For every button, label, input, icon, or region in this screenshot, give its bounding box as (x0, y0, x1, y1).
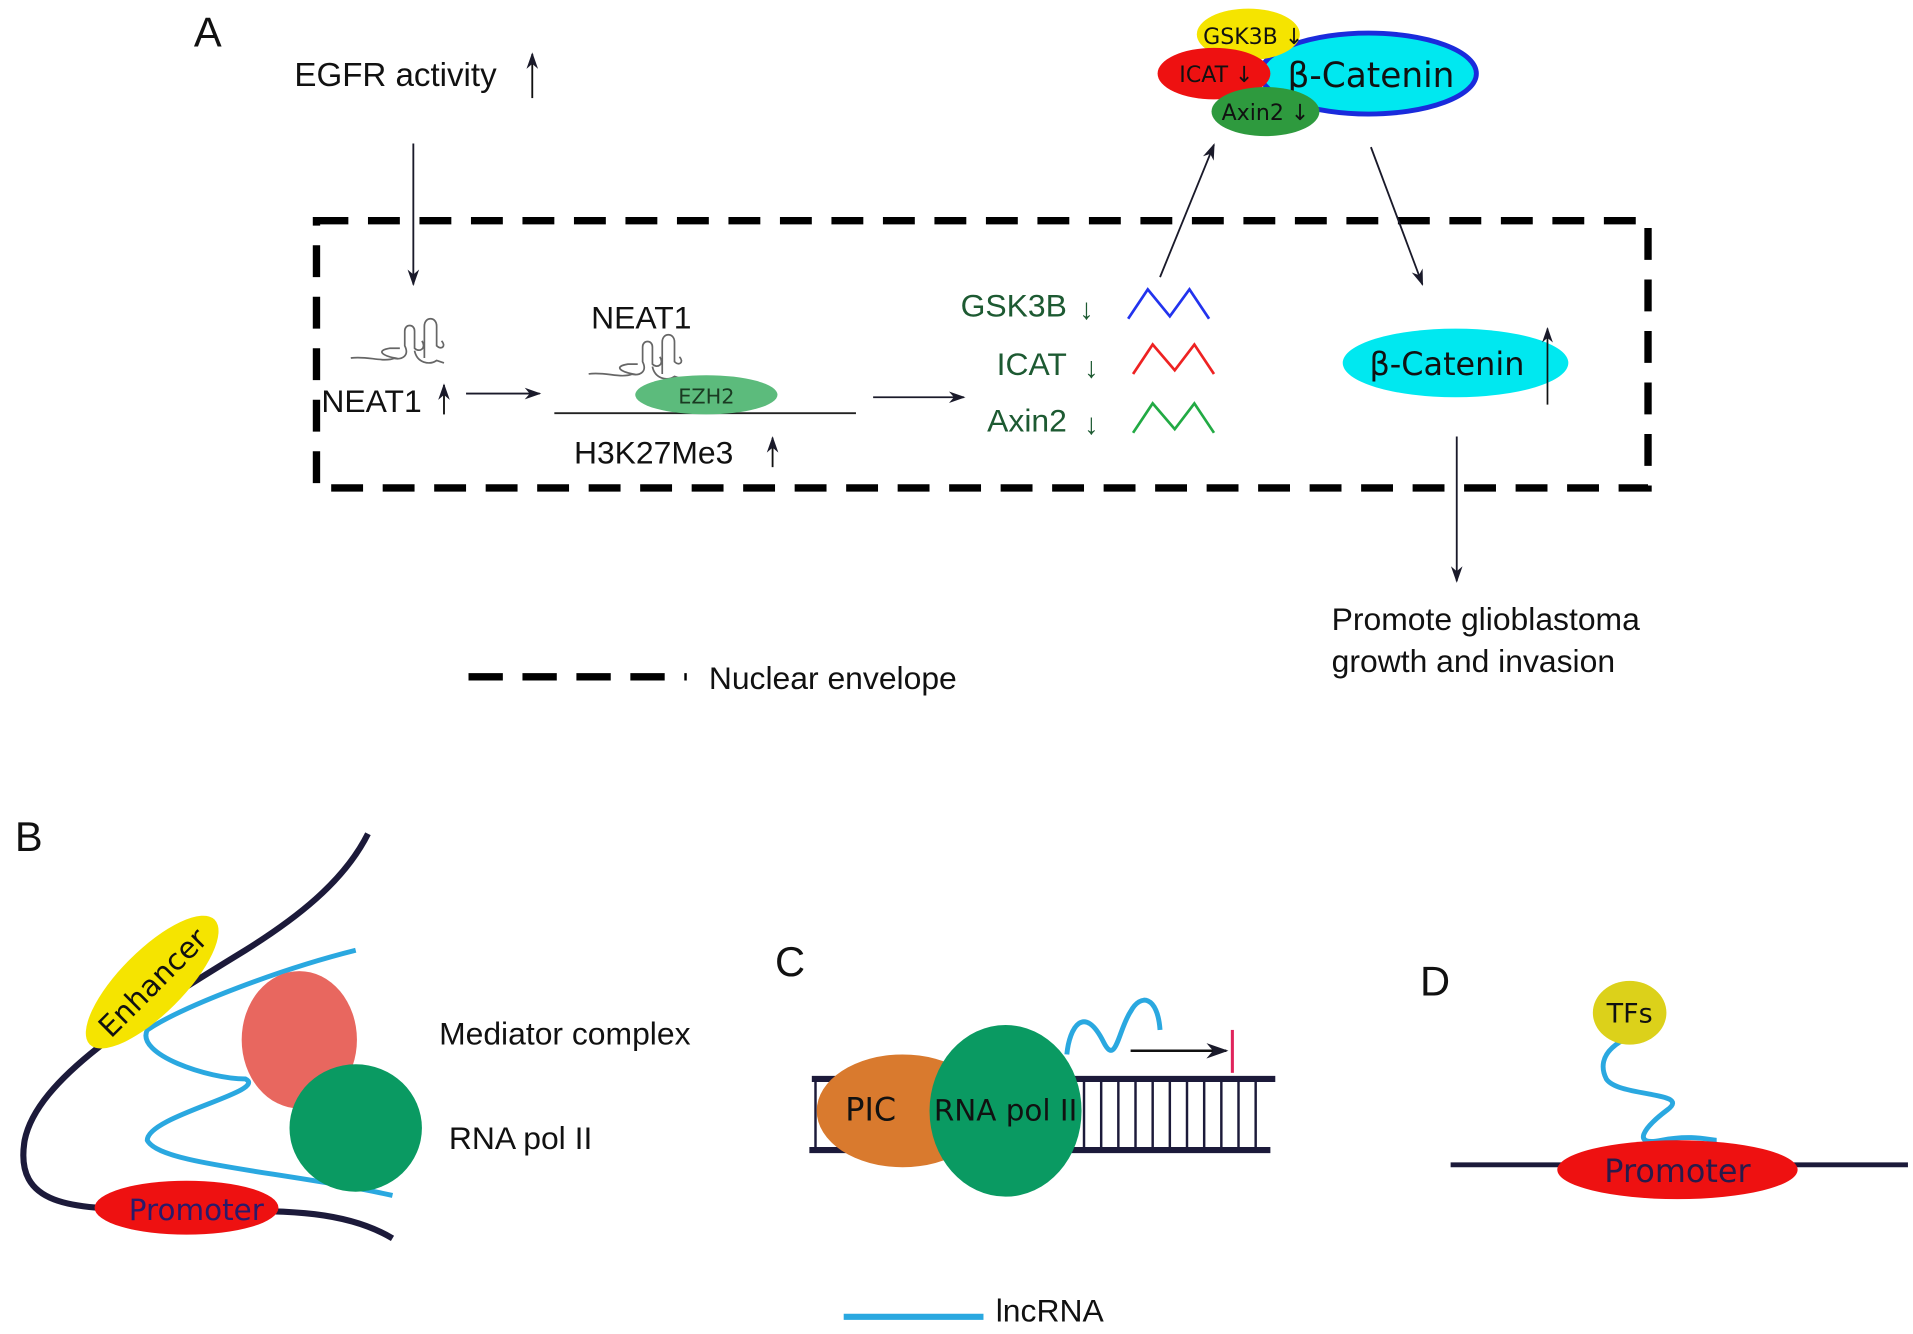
ezh2-ellipse (635, 375, 778, 415)
targets-to-complex-arrow (1159, 143, 1215, 278)
down-arrow-icon: ↓ (1079, 293, 1094, 326)
promoter-label: Promoter (1604, 1152, 1751, 1190)
rna-pol-ii-ellipse (929, 1025, 1082, 1197)
lncrna-legend-label: lncRNA (996, 1293, 1105, 1329)
h3k27me3-label: H3K27Me3 (574, 434, 733, 470)
target-gene-name: ICAT (997, 346, 1067, 382)
target-gene-list: GSK3B ↓ ICAT ↓ Axin2 ↓ (961, 287, 1216, 441)
panel-c: C PIC RNA pol II (775, 938, 1276, 1197)
down-arrow-icon: ↓ (1084, 352, 1099, 385)
egfr-activity-label: EGFR activity (294, 57, 497, 94)
gsk3b-mrna-wave-icon (1127, 287, 1211, 320)
outcome-line-2: growth and invasion (1332, 643, 1615, 679)
nuclear-envelope-box (312, 217, 1652, 492)
lncrna-strand (1600, 1027, 1717, 1144)
panel-b: B Enhancer Promoter Mediator complex RNA… (15, 813, 691, 1241)
tfs-ellipse (1592, 980, 1667, 1045)
complex-to-catenin-arrow (1370, 146, 1424, 287)
axin2-mrna-wave-icon (1131, 401, 1216, 434)
rna-pol-ii-ellipse (289, 1064, 422, 1192)
ezh2-label: EZH2 (678, 384, 734, 408)
panel-c-letter: C (775, 938, 805, 985)
panel-a-letter: A (194, 9, 222, 56)
icat-mrna-wave-icon (1131, 342, 1216, 375)
axin2-complex-label: Axin2 ↓ (1222, 101, 1310, 126)
tfs-label: TFs (1606, 999, 1653, 1030)
promoter-ellipse (1557, 1140, 1798, 1200)
neat1-upregulated-label: NEAT1 (321, 383, 421, 419)
axin2-ellipse (1211, 87, 1320, 137)
target-gene-name: GSK3B (961, 287, 1067, 323)
promoter-label: Promoter (129, 1193, 265, 1227)
icat-ellipse (1157, 47, 1271, 100)
beta-catenin-nuclear-ellipse (1342, 328, 1569, 398)
beta-catenin-nuclear-label: β-Catenin (1369, 345, 1524, 383)
beta-catenin-complex-label: β-Catenin (1287, 56, 1454, 96)
panel-d: D TFs Promoter (1420, 958, 1908, 1200)
panel-d-letter: D (1420, 958, 1450, 1005)
gsk3b-complex-label: GSK3B ↓ (1203, 25, 1303, 50)
neat1-label: NEAT1 (591, 300, 691, 336)
panel-a: A EGFR activity NEAT1 NEAT1 EZH2 H3K27Me… (194, 8, 1652, 696)
dna-rungs (814, 1078, 1257, 1151)
neat1-rna-bound-icon (588, 333, 683, 380)
gsk3b-ellipse (1196, 8, 1300, 61)
panel-b-letter: B (15, 813, 43, 860)
outcome-line-1: Promote glioblastoma (1332, 601, 1640, 637)
pic-label: PIC (845, 1091, 896, 1129)
rna-pol-ii-label: RNA pol II (934, 1094, 1077, 1128)
promoter-ellipse (94, 1180, 279, 1235)
icat-complex-label: ICAT ↓ (1179, 63, 1253, 88)
nuclear-envelope-legend-label: Nuclear envelope (709, 660, 957, 696)
down-arrow-icon: ↓ (1084, 408, 1099, 441)
lncrna-strand (143, 947, 394, 1198)
rna-pol-ii-label: RNA pol II (449, 1120, 592, 1156)
destruction-complex: β-Catenin GSK3B ↓ ICAT ↓ Axin2 ↓ (1157, 8, 1479, 137)
target-gene-name: Axin2 (987, 403, 1067, 439)
enhancer-ellipse (85, 915, 219, 1049)
mediator-complex-label: Mediator complex (439, 1016, 691, 1052)
neat1-rna-structure-icon (350, 317, 445, 364)
nascent-lncrna (1064, 997, 1163, 1055)
